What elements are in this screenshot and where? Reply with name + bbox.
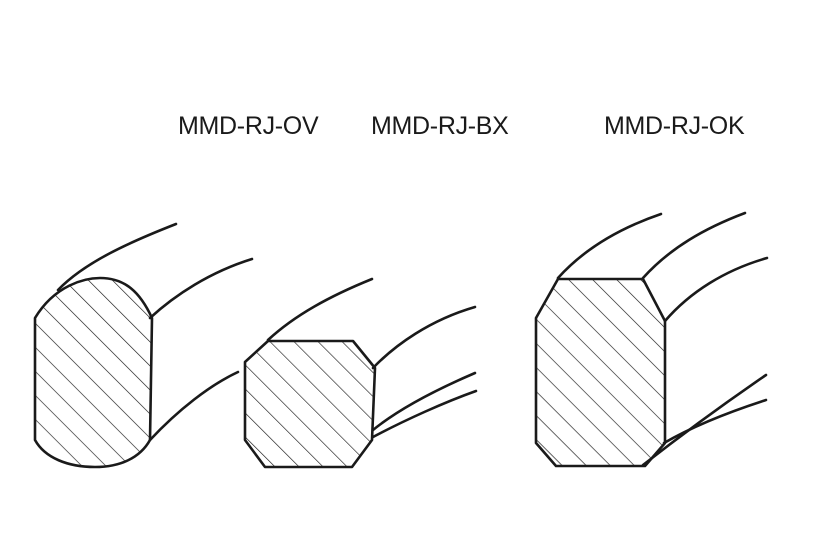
ok-ring-bottom-edge-lower	[662, 398, 768, 445]
bx-cross-section	[243, 339, 377, 469]
ok-ring-top-edge-back	[641, 211, 747, 280]
bx-ring-drawing	[243, 277, 478, 469]
oval-ring-inner-edge	[148, 257, 254, 320]
oval-ring-drawing	[33, 222, 254, 469]
ring-label-bx: MMD-RJ-BX	[371, 112, 509, 140]
ok-ring-inner-edge	[663, 256, 769, 323]
ring-label-ov: MMD-RJ-OV	[178, 112, 319, 140]
bx-ring-groove-lower	[371, 389, 478, 439]
ok-ring-top-edge	[556, 212, 663, 280]
oval-ring-bottom-edge	[148, 370, 240, 442]
ring-label-ok: MMD-RJ-OK	[604, 112, 745, 140]
oval-cross-section	[33, 276, 154, 469]
bx-ring-groove-upper	[371, 371, 477, 432]
ok-cross-section	[534, 277, 667, 468]
ok-ring-drawing	[534, 211, 769, 468]
bx-ring-top-edge	[266, 277, 374, 342]
bx-ring-inner-edge	[371, 305, 477, 370]
oval-ring-top-edge	[56, 222, 178, 292]
